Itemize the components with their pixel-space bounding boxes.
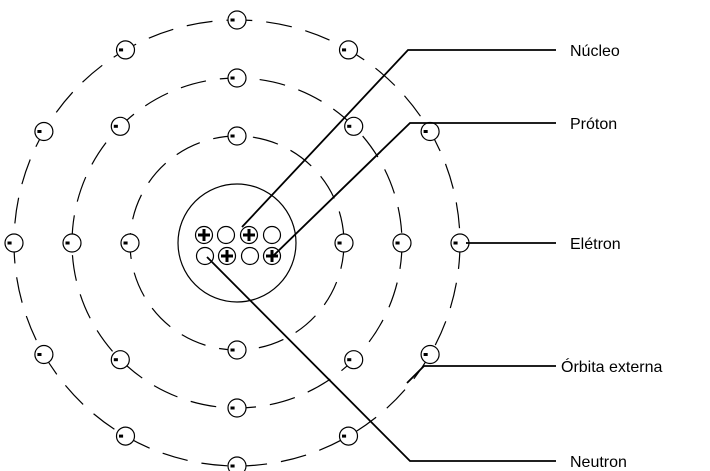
proton [239, 225, 259, 245]
electron [120, 233, 140, 253]
electron [420, 121, 440, 142]
neutron [216, 225, 236, 245]
electron [334, 233, 354, 253]
electron [227, 340, 247, 360]
leader-proton [271, 122, 556, 258]
leader-lines [206, 49, 556, 462]
neutron [240, 246, 260, 266]
electron [344, 350, 364, 370]
nucleus-circle [177, 183, 297, 303]
electron [34, 121, 54, 142]
label-outer-orbit: Órbita externa [561, 357, 662, 376]
electron [450, 233, 470, 253]
electron [420, 344, 440, 365]
electron [110, 116, 130, 136]
electron [115, 40, 136, 60]
electron [227, 126, 247, 146]
electron [4, 233, 24, 253]
label-proton: Próton [570, 116, 617, 133]
electron [62, 233, 82, 253]
electron [338, 426, 359, 446]
electron [227, 68, 247, 88]
electron [227, 10, 247, 30]
electron [110, 350, 130, 370]
leader-neutron [206, 256, 556, 462]
electron [115, 426, 136, 446]
label-neutron: Neutron [570, 454, 627, 471]
electrons [4, 10, 470, 471]
proton [194, 225, 214, 245]
label-electron: Elétron [570, 236, 621, 253]
electron [338, 40, 359, 60]
electron [344, 116, 364, 136]
electron [392, 233, 412, 253]
leader-nucleus [241, 49, 556, 228]
proton [217, 246, 237, 266]
electron [227, 456, 247, 471]
electron [227, 398, 247, 418]
nucleus [177, 183, 297, 303]
label-nucleus: Núcleo [570, 43, 620, 60]
leader-outer-orbit [406, 365, 556, 384]
electron [34, 344, 54, 365]
neutron [262, 225, 282, 245]
labels: Núcleo Próton Elétron Órbita externa Neu… [561, 43, 662, 471]
